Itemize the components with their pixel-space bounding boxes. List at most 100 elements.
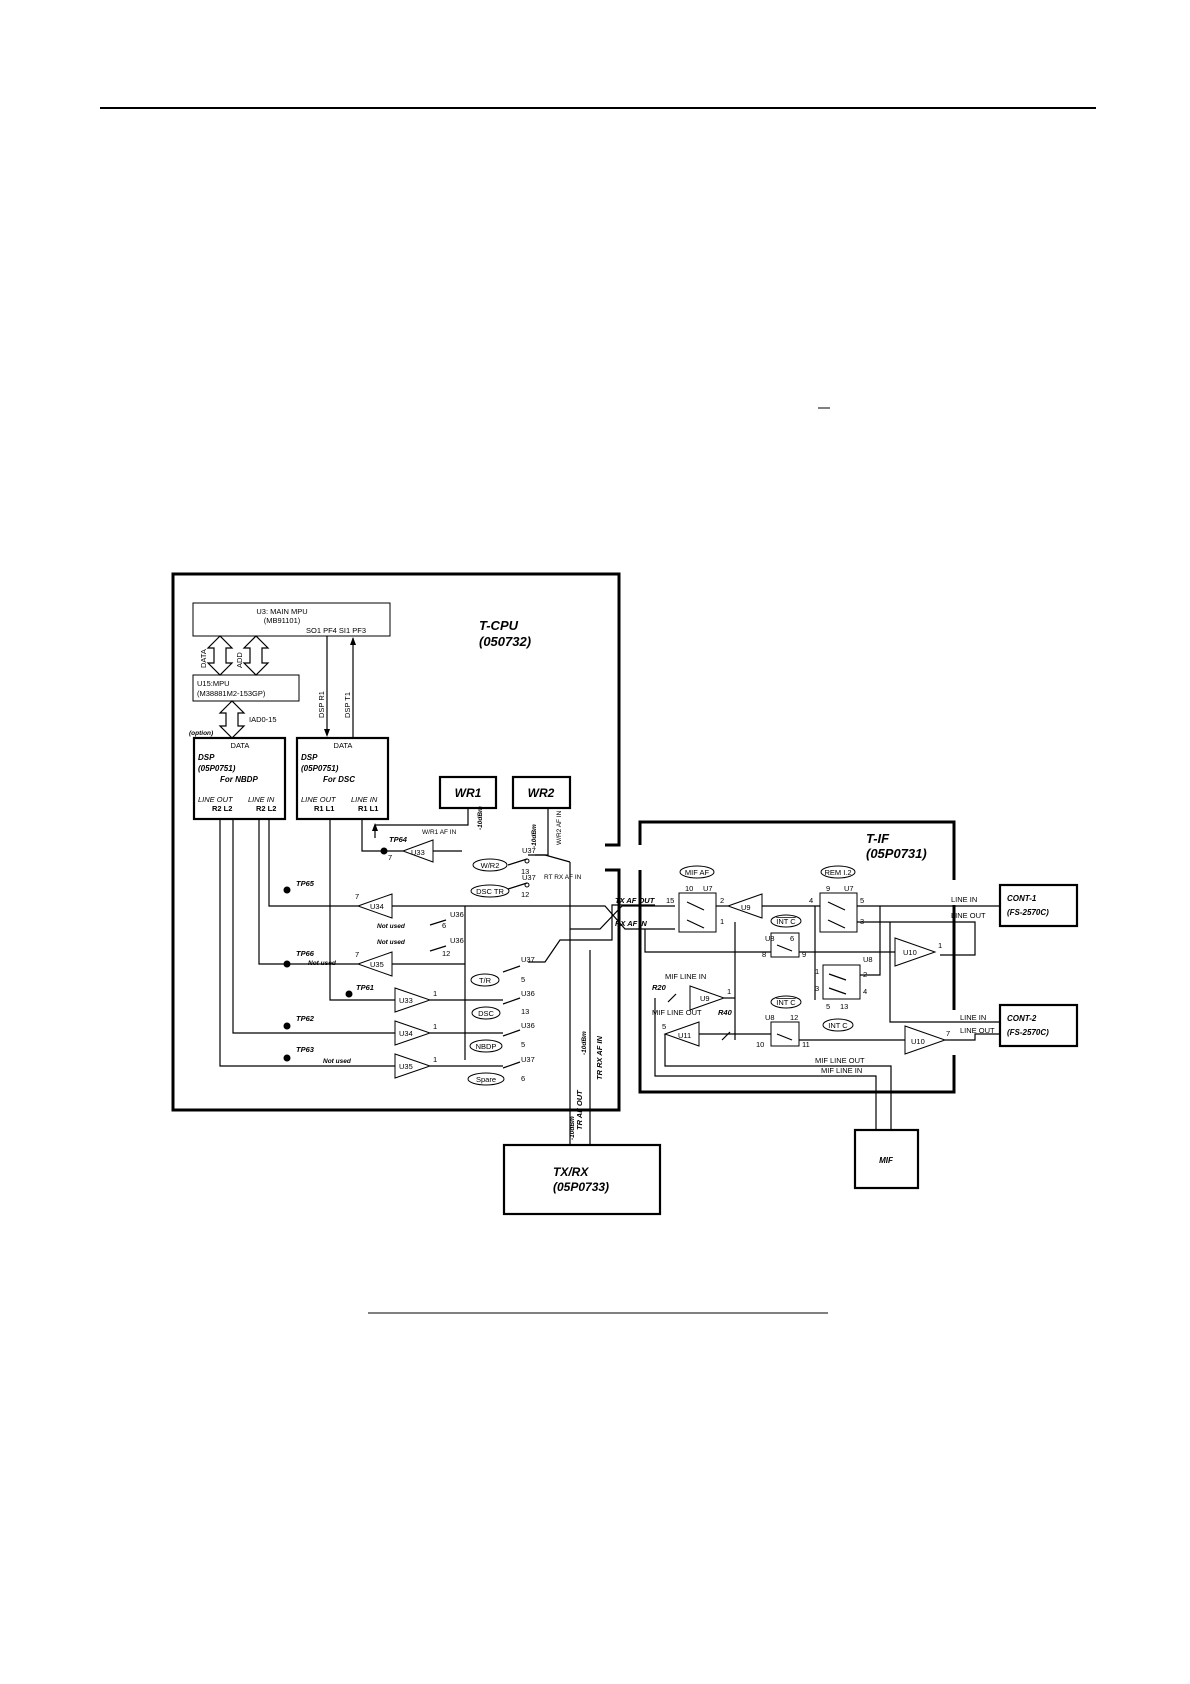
cont2-name: CONT-2: [1007, 1014, 1037, 1023]
tp64-label: TP64: [389, 835, 408, 844]
dsc-line-in-path: [361, 819, 403, 852]
dsc-oval-label: DSC: [478, 1009, 494, 1018]
iad-label: IAD0-15: [249, 715, 277, 724]
cont1-code: (FS-2570C): [1007, 908, 1049, 917]
tr-rx-level: -10dBm: [581, 1031, 588, 1055]
dsp-nbdp-box: [192, 736, 287, 821]
not-used-4: Not used: [323, 1058, 352, 1065]
nbdp-out-l-path: [232, 819, 395, 1034]
u36c-label: U36: [521, 989, 535, 998]
tx-af-out-label: TX AF OUT: [615, 896, 656, 905]
u7-right-pin-5: 5: [860, 896, 864, 905]
u8-bottom-pin-11: 11: [802, 1040, 810, 1049]
u37b-blade: [507, 882, 528, 890]
r40-label: R40: [718, 1008, 733, 1017]
u8-top-blade: [776, 944, 793, 952]
r20-label: R20: [652, 983, 667, 992]
nbdp-oval: [469, 1039, 503, 1053]
u37c-label: U37: [521, 955, 535, 964]
mif-line-in-label: MIF LINE IN: [665, 972, 706, 981]
tr-rx-af-in-label: TR RX AF IN: [595, 1036, 604, 1080]
u8-mid-label: U8: [863, 955, 873, 964]
main-mpu-ports: SO1 PF4 SI1 PF3: [306, 626, 366, 635]
wr1-level-label: -10dBm: [477, 806, 484, 830]
tp63-point: [283, 1054, 291, 1062]
addr-bus-label: ADD: [235, 652, 244, 668]
not-used-1: Not used: [377, 923, 406, 930]
mif-af-oval-label: MIF AF: [685, 868, 710, 877]
r40-symbol: [721, 1031, 731, 1041]
u7-right-pin-4: 4: [809, 896, 813, 905]
u33-bottom-amp: [394, 987, 432, 1013]
u8-mid-pin-13: 13: [840, 1002, 848, 1011]
spare-oval: [467, 1072, 505, 1086]
txrx-box: [502, 1143, 662, 1216]
u35-bottom-pin: 1: [433, 1055, 437, 1064]
u36a-label: U36: [450, 910, 464, 919]
main-mpu-label: U3: MAIN MPU: [256, 607, 307, 616]
data-bus-arrow: [206, 635, 234, 676]
cont1-name: CONT-1: [1007, 894, 1037, 903]
u8-mid-pin-4: 4: [863, 987, 867, 996]
tr-af-out-label: TR AF OUT: [575, 1089, 584, 1130]
u10-bottom-pin: 7: [946, 1029, 950, 1038]
dsp-nbdp-code: (05P0751): [198, 764, 236, 773]
sub-mpu-part: (M38881M2-153GP): [197, 689, 266, 698]
u36c-pin: 13: [521, 1007, 529, 1016]
u8-bottom-pin-10: 10: [756, 1040, 764, 1049]
rem-i2-oval-label: REM I.2: [824, 868, 851, 877]
u11-label: U11: [678, 1031, 691, 1040]
tcpu-title: T-CPU: [479, 618, 519, 633]
tp62-point: [283, 1022, 291, 1030]
addr-bus-arrow: [242, 635, 270, 676]
tr-oval-label: T/R: [479, 976, 492, 985]
tp63-label: TP63: [296, 1045, 315, 1054]
tp65-label: TP65: [296, 879, 315, 888]
u7-left-pin-2: 2: [720, 896, 724, 905]
u11-pin-5: 5: [662, 1022, 666, 1031]
dsp-nbdp-name: DSP: [198, 753, 215, 762]
u33-bottom-label: U33: [399, 996, 413, 1005]
spare-oval-label: Spare: [476, 1075, 496, 1084]
tp66-label: TP66: [296, 949, 315, 958]
u7-left-box: [678, 892, 717, 933]
wr1-box: [438, 775, 498, 810]
u7-right-box: [819, 892, 858, 933]
u34-bottom-amp: [394, 1020, 432, 1046]
wr2-oval-label: W/R2: [481, 861, 500, 870]
cont2-code: (FS-2570C): [1007, 1028, 1049, 1037]
u35-top-label: U35: [370, 960, 384, 969]
wr2-af-in-label: W/R2 AF IN: [556, 810, 563, 845]
u37a-blade: [507, 858, 528, 866]
tx-af-route: [528, 904, 655, 963]
u34-top-label: U34: [370, 902, 384, 911]
u37a-label: U37: [522, 846, 536, 855]
dsp-dsc-in-label: LINE IN: [351, 795, 378, 804]
u9-bottom-pin: 1: [727, 987, 731, 996]
dsp-nbdp-data: DATA: [231, 741, 250, 750]
u10-bottom-amp: [904, 1025, 947, 1055]
tx-cross-line: [570, 905, 675, 930]
mif-line-out-label: MIF LINE OUT: [652, 1008, 702, 1017]
cont2-line-in-label: LINE IN: [960, 1013, 986, 1022]
wr1-af-line: [374, 808, 469, 838]
dsp-dsc-data: DATA: [334, 741, 353, 750]
u35-top-pin: 7: [355, 950, 359, 959]
dsp-dsc-out-pins: R1 L1: [314, 804, 334, 813]
tp65-point: [283, 886, 291, 894]
u33-bottom-pin: 1: [433, 989, 437, 998]
u36a-blade: [429, 919, 447, 926]
u36b-label: U36: [450, 936, 464, 945]
u8-mid-pin-1: 1: [815, 967, 819, 976]
u36c-blade: [502, 997, 521, 1005]
u37c-blade: [502, 965, 521, 973]
u37b-pin: 12: [521, 890, 529, 899]
u8-top-pin-8: 8: [762, 950, 766, 959]
tr-af-out-level: -10dBm: [569, 1116, 576, 1140]
u9-bottom-amp: [689, 985, 726, 1011]
not-used-2: Not used: [377, 939, 406, 946]
tif-code: (05P0731): [866, 846, 927, 861]
mif-line-out-path: [664, 1034, 892, 1130]
cont1-box: [998, 883, 1079, 928]
